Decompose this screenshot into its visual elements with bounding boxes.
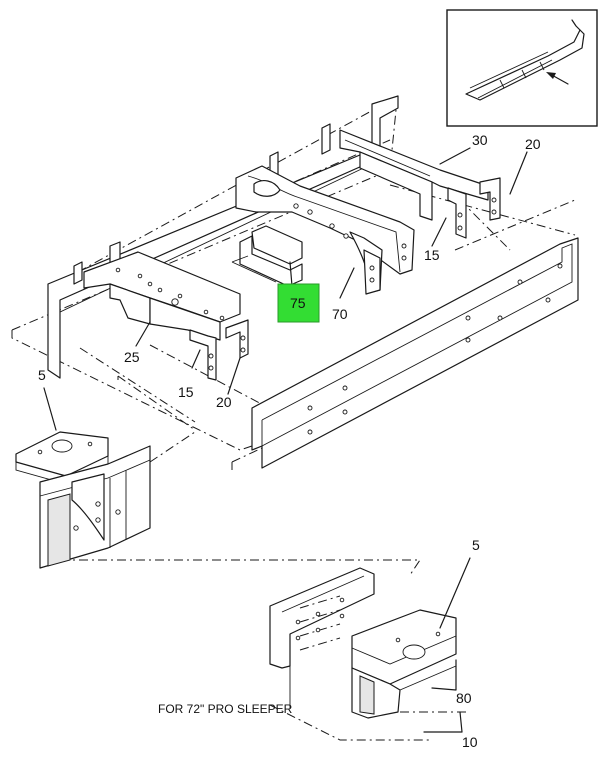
callout-80[interactable]: 80: [456, 690, 472, 706]
callout-20-upper[interactable]: 20: [525, 136, 541, 152]
callout-20-lower[interactable]: 20: [216, 394, 232, 410]
cab-mount-bracket-right-5: [351, 609, 457, 719]
rear-crossmember-30: [339, 129, 501, 239]
leader-lines: [43, 147, 528, 733]
gooseneck-crossmember-70: [235, 165, 415, 295]
callout-75[interactable]: 75: [290, 295, 306, 311]
callout-30[interactable]: 30: [472, 132, 488, 148]
callout-70[interactable]: 70: [332, 306, 348, 322]
bracket-75: [231, 225, 303, 287]
lower-frame-rail: [269, 567, 375, 708]
inset-arrow-icon: [546, 72, 556, 79]
callout-15-lower[interactable]: 15: [178, 384, 194, 400]
sleeper-note: FOR 72" PRO SLEEPER: [158, 702, 293, 716]
front-crossmember-25: [83, 251, 249, 381]
callout-75-highlight[interactable]: [277, 283, 320, 323]
callout-15-upper[interactable]: 15: [424, 247, 440, 263]
callout-25[interactable]: 25: [124, 349, 140, 365]
callout-10[interactable]: 10: [462, 734, 478, 750]
callout-5-right[interactable]: 5: [472, 537, 480, 553]
cab-mount-bracket-left-5: [15, 431, 151, 569]
callout-5-left[interactable]: 5: [38, 367, 46, 383]
inset-locator-view: [446, 9, 598, 127]
right-frame-rail: [251, 237, 579, 469]
